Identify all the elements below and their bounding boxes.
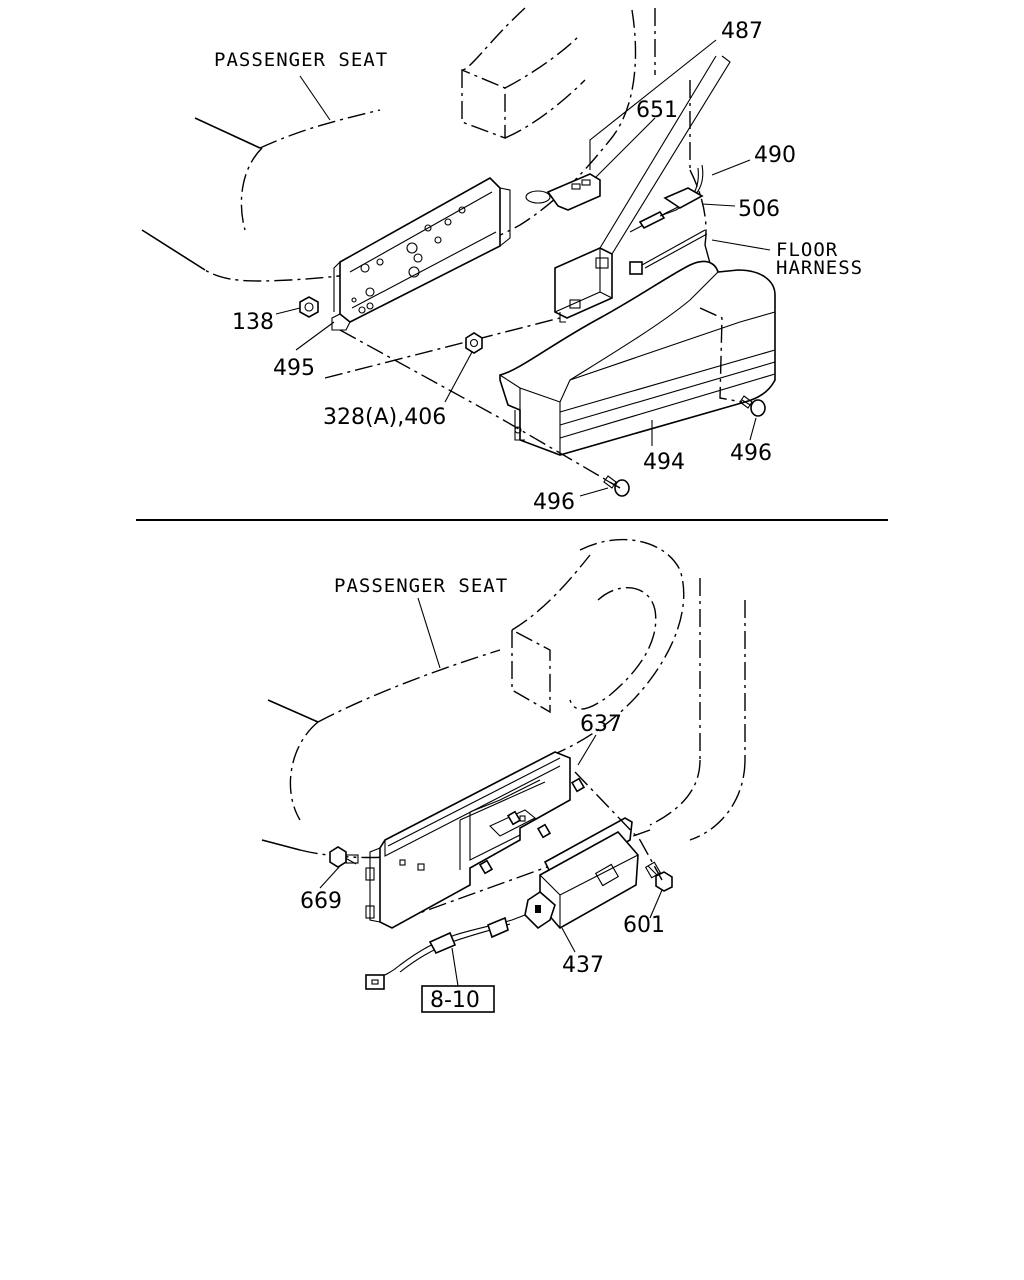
bolt-601-icon xyxy=(644,861,673,892)
callout-138: 138 xyxy=(232,310,274,335)
callout-651: 651 xyxy=(636,98,678,123)
antenna-490-icon xyxy=(629,164,704,233)
cover-494 xyxy=(499,260,776,456)
top-leader-lines xyxy=(275,39,771,497)
floor-harness-icon xyxy=(629,229,708,275)
module-box-437 xyxy=(511,817,639,930)
nut-328-icon xyxy=(465,332,483,354)
control-module-icon xyxy=(554,247,613,323)
ref-box-frame xyxy=(421,985,495,1013)
label-506-icon xyxy=(663,187,704,209)
floor-label: FLOOR xyxy=(776,239,838,261)
key-fob-651-icon xyxy=(525,173,601,211)
tray-screws-icon xyxy=(478,777,586,875)
top-bracket-495 xyxy=(331,177,511,331)
harness-8-10-icon xyxy=(365,916,513,990)
callout-506: 506 xyxy=(738,197,780,222)
top-seat-label: PASSENGER SEAT xyxy=(214,49,388,71)
callout-437: 437 xyxy=(562,953,604,978)
nut-138-icon xyxy=(299,296,319,318)
callout-487: 487 xyxy=(721,19,763,44)
callout-494: 494 xyxy=(643,450,685,475)
callout-490: 490 xyxy=(754,143,796,168)
callout-496-bottom: 496 xyxy=(533,490,575,515)
bolt-496-bottom-icon xyxy=(603,475,630,497)
callout-495: 495 xyxy=(273,356,315,381)
harness-label: HARNESS xyxy=(776,257,863,279)
callout-637: 637 xyxy=(580,712,622,737)
bottom-panel: PASSENGER SEAT 637 669 601 437 8-10 xyxy=(261,538,746,1013)
callout-601: 601 xyxy=(623,913,665,938)
bolt-496-right-icon xyxy=(739,395,766,417)
bolt-669-icon xyxy=(329,846,359,868)
callout-328a-406: 328(A),406 xyxy=(323,405,446,430)
assembly-line-2 xyxy=(699,307,743,403)
assembly-line-3 xyxy=(574,771,663,881)
bottom-leader-lines xyxy=(319,597,663,987)
callout-669: 669 xyxy=(300,889,342,914)
callout-496-right: 496 xyxy=(730,441,772,466)
bottom-tray-637 xyxy=(365,751,571,929)
bottom-seat-label: PASSENGER SEAT xyxy=(334,575,508,597)
top-panel: PASSENGER SEAT FLOOR HARNESS 487 651 490… xyxy=(141,7,863,515)
ref-box-label: 8-10 xyxy=(430,988,480,1013)
